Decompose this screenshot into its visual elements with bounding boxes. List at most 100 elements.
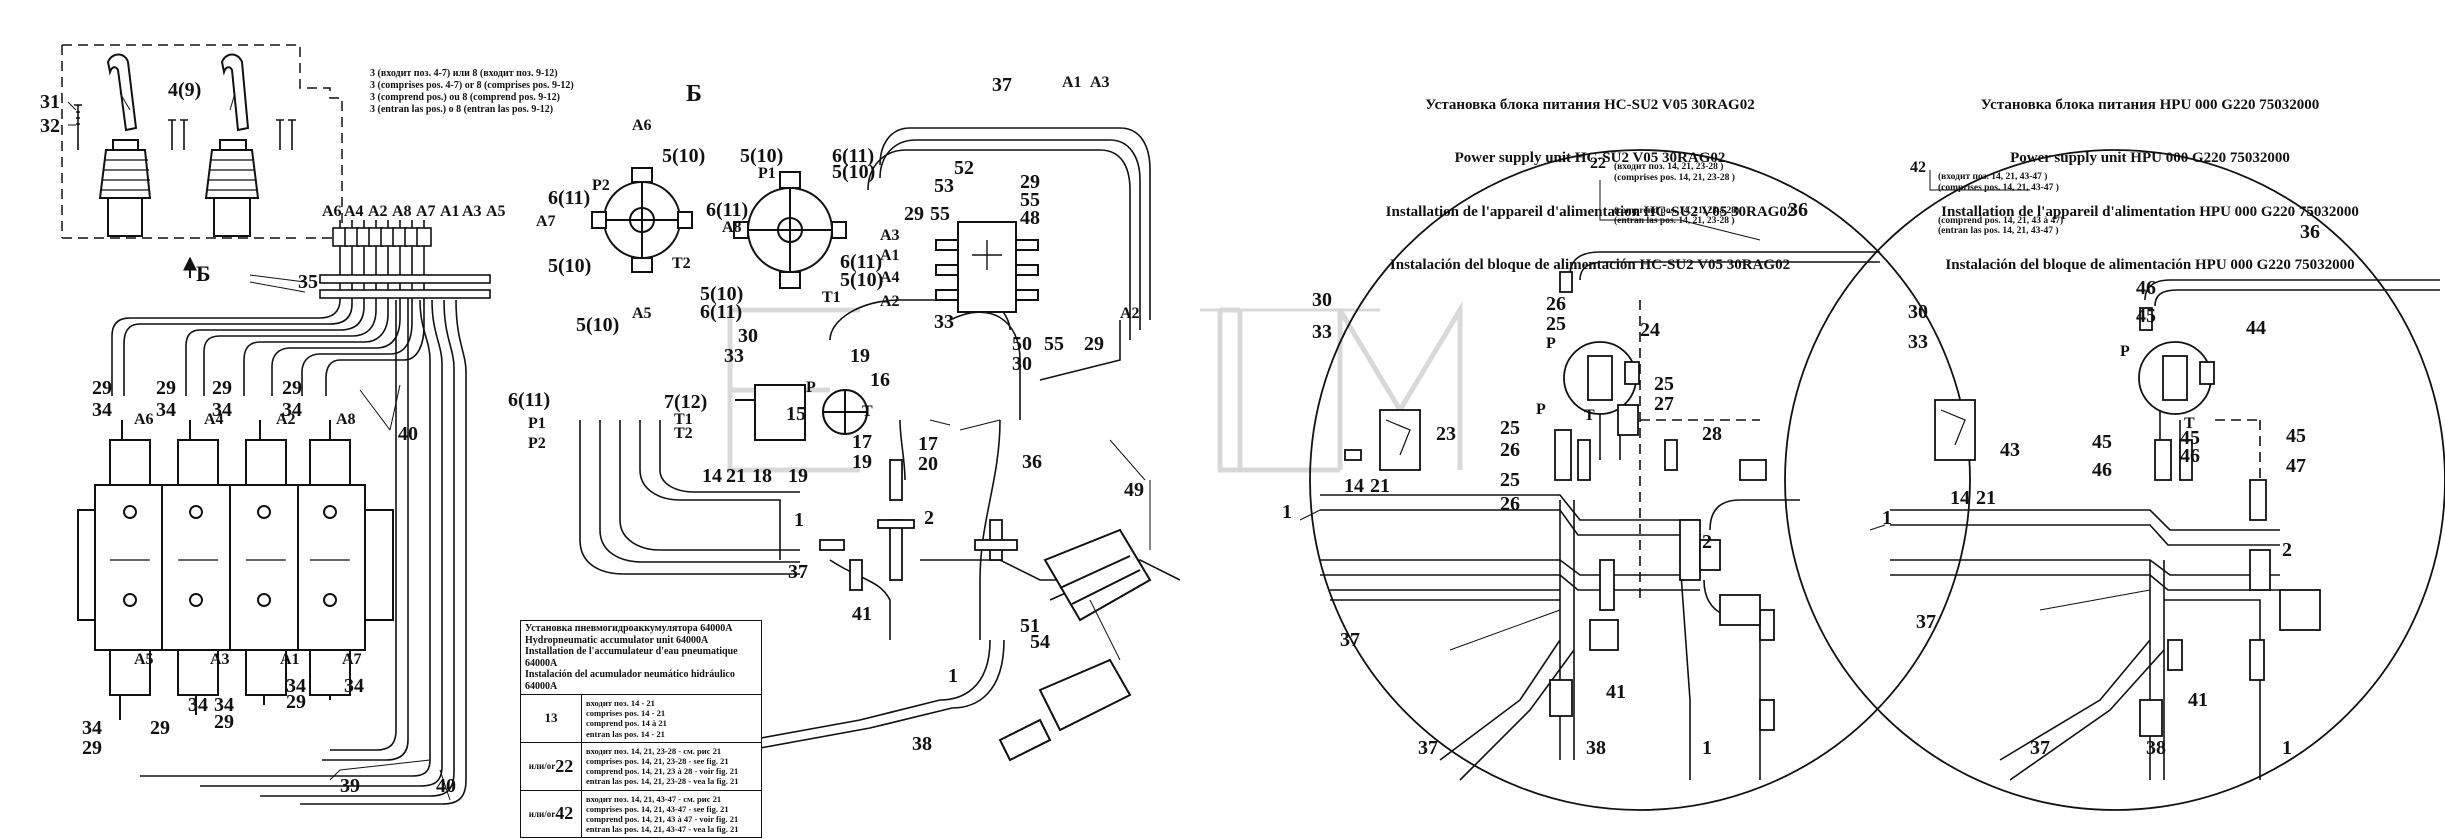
callout-26-m3: 26 <box>1500 493 1520 515</box>
view-letter: Б <box>686 81 702 107</box>
detail-middle-parts <box>1344 271 1775 731</box>
callout-35: 35 <box>298 271 318 293</box>
callout-26-m: 26 <box>1546 293 1566 315</box>
callout-40-b: 40 <box>436 775 456 797</box>
callout-29-b: 29 <box>156 377 176 399</box>
note-22-number: 22 <box>1590 155 1606 172</box>
header-right-line2: Power supply unit HPU 000 G220 75032000 <box>2010 150 2290 167</box>
joystick-left <box>98 53 152 237</box>
joystick-right <box>204 53 260 237</box>
callout-34-e: 34 <box>82 717 102 739</box>
callout-30-r: 30 <box>1908 301 1928 323</box>
callout-38-r: 38 <box>2146 737 2166 759</box>
callout-53: 53 <box>934 175 954 197</box>
callout-29-h: 29 <box>286 691 306 713</box>
callout-41-a: 41 <box>852 603 872 625</box>
callout-36-r: 36 <box>2300 221 2320 243</box>
callout-26-m2: 26 <box>1500 439 1520 461</box>
callout-5-10-a: 5(10) <box>662 145 706 167</box>
callout-A2: A2 <box>368 203 388 220</box>
callout-5-10-d: 5(10) <box>832 161 876 183</box>
joystick-pins <box>74 104 296 150</box>
detail-circle-middle <box>1309 149 1971 811</box>
table-title-line1: Установка пневмогидроаккумулятора 64000А <box>525 623 733 634</box>
callout-46-r: 46 <box>2136 277 2156 299</box>
callout-5-10-e: 5(10) <box>840 269 884 291</box>
callout-21-r: 21 <box>1976 487 1996 509</box>
callout-A6-b: A6 <box>632 117 652 134</box>
callout-6-11-b: 6(11) <box>832 145 875 167</box>
callout-34-d: 34 <box>282 399 302 421</box>
header-middle-line1: Установка блока питания HC-SU2 V05 30RAG… <box>1425 97 1755 114</box>
detail-right-parts <box>1934 307 2321 737</box>
note-42-text: (входит поз. 14, 21, 43-47 )(comprises p… <box>1938 171 2064 237</box>
callout-47: 47 <box>2286 455 2306 477</box>
accumulator-table: Установка пневмогидроаккумулятора 64000А… <box>520 620 762 839</box>
callout-34-a: 34 <box>92 399 112 421</box>
callout-14: 14 <box>702 465 722 487</box>
callout-29-c: 29 <box>212 377 232 399</box>
callout-51: 51 <box>1020 615 1040 637</box>
callout-34-f: 34 <box>188 694 208 716</box>
callout-29-e: 29 <box>82 737 102 759</box>
callout-21-m: 21 <box>1370 475 1390 497</box>
callout-34-i: 34 <box>344 675 364 697</box>
callout-37-r2: 37 <box>2030 737 2050 759</box>
callout-45-r4: 45 <box>2286 425 2306 447</box>
callout-14-r: 14 <box>1950 487 1970 509</box>
callout-A3-valve: A3 <box>210 651 230 668</box>
callout-16: 16 <box>870 369 890 391</box>
table-title-line3: Installation de l'accumulateur d'eau pne… <box>525 646 738 669</box>
callout-6-11-f: 6(11) <box>508 389 551 411</box>
pump-flange-right <box>733 171 847 289</box>
callout-14-m: 14 <box>1344 475 1364 497</box>
callout-2-a: 2 <box>924 507 934 529</box>
callout-15: 15 <box>786 403 806 425</box>
callout-41-m: 41 <box>1606 681 1626 703</box>
callout-21: 21 <box>726 465 746 487</box>
callout-27: 27 <box>1654 393 1674 415</box>
leader-lines <box>67 92 2151 801</box>
note-top-line4: 3 (entran las pos.) o 8 (entran las pos.… <box>370 104 554 115</box>
callout-A1: A1 <box>440 203 460 220</box>
callout-6-11-d: 6(11) <box>840 251 883 273</box>
watermark <box>727 300 1463 473</box>
callout-38-m: 38 <box>1586 737 1606 759</box>
callout-7-12: 7(12) <box>664 391 708 413</box>
callout-48: 48 <box>1020 207 1040 229</box>
callout-28: 28 <box>1702 423 1722 445</box>
callout-24: 24 <box>1640 319 1660 341</box>
callout-P1: P1 <box>758 165 776 182</box>
callout-A3-c: A3 <box>1090 74 1110 91</box>
connector-row-top <box>319 227 491 299</box>
callout-5-10-b: 5(10) <box>548 255 592 277</box>
callout-1-b: 1 <box>948 665 958 687</box>
callout-2-r: 2 <box>2282 539 2292 561</box>
callout-46-r2: 46 <box>2092 459 2112 481</box>
callout-40-a: 40 <box>398 423 418 445</box>
callout-50: 50 <box>1012 333 1032 355</box>
header-middle-line2: Power supply unit HC-SU2 V05 30RAG02 <box>1454 150 1726 167</box>
callout-2-m: 2 <box>1702 531 1712 553</box>
table-row-key: 13 <box>521 695 582 742</box>
valve-block <box>77 420 394 720</box>
callout-23: 23 <box>1436 423 1456 445</box>
callout-18: 18 <box>752 465 772 487</box>
callout-T2-b: T2 <box>674 425 693 442</box>
callout-T-m: T <box>1584 407 1595 424</box>
callout-4-9: 4(9) <box>168 79 202 101</box>
callout-37-m: 37 <box>1340 629 1360 651</box>
callout-A8: A8 <box>392 203 412 220</box>
callout-A7-valve: A7 <box>342 651 362 668</box>
callout-19-c: 19 <box>788 465 808 487</box>
callout-A5-valve: A5 <box>134 651 154 668</box>
callout-T1: T1 <box>822 289 841 306</box>
callout-45-r: 45 <box>2136 305 2156 327</box>
callout-17-b: 17 <box>852 431 872 453</box>
callout-A7: A7 <box>416 203 436 220</box>
callout-45-r2: 45 <box>2180 427 2200 449</box>
